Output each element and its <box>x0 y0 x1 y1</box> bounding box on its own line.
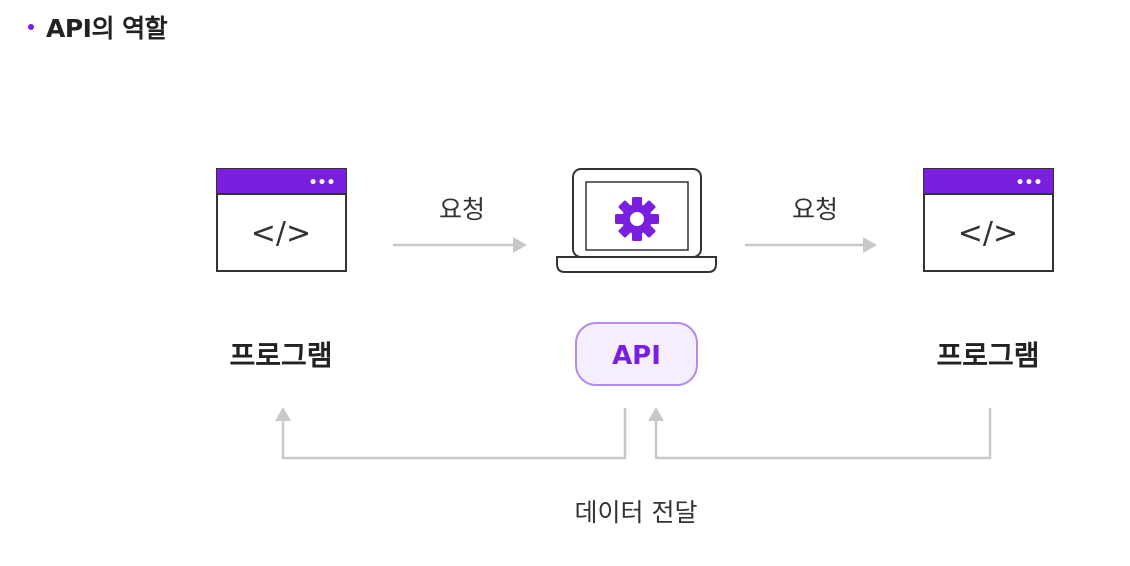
left-code-symbol: </> <box>251 216 311 251</box>
gear-icon <box>615 197 659 241</box>
laptop-gear-icon <box>556 168 717 273</box>
request-arrow-left <box>393 237 527 253</box>
right-program-label: 프로그램 <box>936 339 1039 372</box>
api-badge: API <box>575 322 698 386</box>
left-window-dots: ••• <box>309 175 336 191</box>
right-code-symbol: </> <box>958 216 1018 251</box>
request-label-right: 요청 <box>792 195 838 224</box>
right-window-dots: ••• <box>1016 175 1043 191</box>
left-program-label: 프로그램 <box>229 339 332 372</box>
request-label-left: 요청 <box>439 195 485 224</box>
left-program-window-icon: ••• </> <box>216 168 347 272</box>
section-heading: API의 역할 <box>28 10 168 44</box>
api-badge-label: API <box>612 341 661 371</box>
request-arrow-right <box>745 237 877 253</box>
data-transfer-connector-left <box>275 407 627 460</box>
section-title: API의 역할 <box>46 14 168 43</box>
data-transfer-connector-right <box>648 407 992 460</box>
data-transfer-label: 데이터 전달 <box>575 498 698 527</box>
bullet-dot <box>28 24 34 30</box>
right-program-window-icon: ••• </> <box>923 168 1054 272</box>
